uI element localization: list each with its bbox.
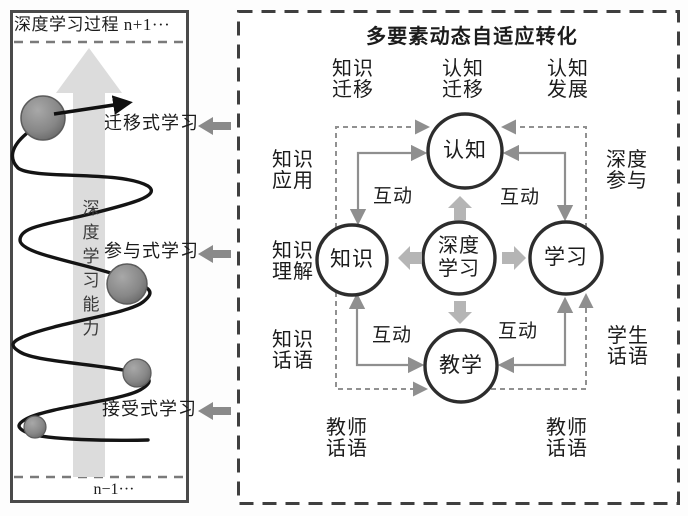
breakout-arrow <box>53 95 133 116</box>
center-block-arrows <box>398 196 526 324</box>
node-label-deep-learning: 深度 学习 <box>438 235 480 280</box>
node-circle-deep-learning <box>421 220 497 296</box>
label-deep-participation: 深度 参与 <box>606 149 648 192</box>
label-interaction-bottom-right: 互动 <box>498 321 539 342</box>
interaction-arrows <box>348 144 574 374</box>
node-label-learning: 学习 <box>544 245 588 269</box>
node-circle-knowledge <box>315 223 389 297</box>
growth-up-arrow <box>56 48 122 477</box>
ball-medium <box>106 263 148 305</box>
ball-smallest <box>23 415 47 439</box>
node-circle-teaching <box>423 328 499 404</box>
pointer-arrow-receive-icon <box>198 402 231 420</box>
pointer-arrow-participate-icon <box>198 245 231 263</box>
left-panel-title: 深度学习过程 n+1··· <box>14 15 171 34</box>
label-student-discourse: 学生 话语 <box>607 325 649 368</box>
node-circle-learning <box>528 220 604 296</box>
label-knowledge-discourse: 知识 话语 <box>272 329 314 372</box>
stage-label-transfer: 迁移式学习 <box>104 113 199 133</box>
ball-large <box>20 95 66 141</box>
stage-label-receive: 接受式学习 <box>102 399 197 419</box>
label-cognitive-development: 认知 发展 <box>547 58 589 101</box>
ball-small <box>122 358 152 388</box>
node-label-cognition: 认知 <box>443 138 487 162</box>
pointer-arrow-transfer-icon <box>198 117 231 135</box>
label-interaction-top-left: 互动 <box>373 186 414 207</box>
label-knowledge-understanding: 知识 理解 <box>272 240 314 283</box>
right-panel-title: 多要素动态自适应转化 <box>366 26 578 48</box>
node-label-knowledge: 知识 <box>330 247 374 271</box>
label-teacher-discourse-right: 教师 话语 <box>546 417 588 460</box>
dashed-cycle-loop <box>335 119 594 397</box>
label-knowledge-transfer: 知识 迁移 <box>332 58 374 101</box>
left-panel-bottom-label: n−1··· <box>93 481 135 498</box>
label-interaction-bottom-left: 互动 <box>372 325 413 346</box>
label-cognitive-transfer: 认知 迁移 <box>442 58 484 101</box>
label-knowledge-application: 知识 应用 <box>272 149 314 192</box>
stage-label-participate: 参与式学习 <box>104 241 199 261</box>
node-circle-cognition <box>426 112 504 190</box>
node-label-teaching: 教学 <box>439 353 483 377</box>
axis-label-deep-learning-ability: 深 度 学 习 能 力 <box>82 199 100 338</box>
label-interaction-top-right: 互动 <box>500 187 541 208</box>
label-teacher-discourse-left: 教师 话语 <box>326 417 368 460</box>
